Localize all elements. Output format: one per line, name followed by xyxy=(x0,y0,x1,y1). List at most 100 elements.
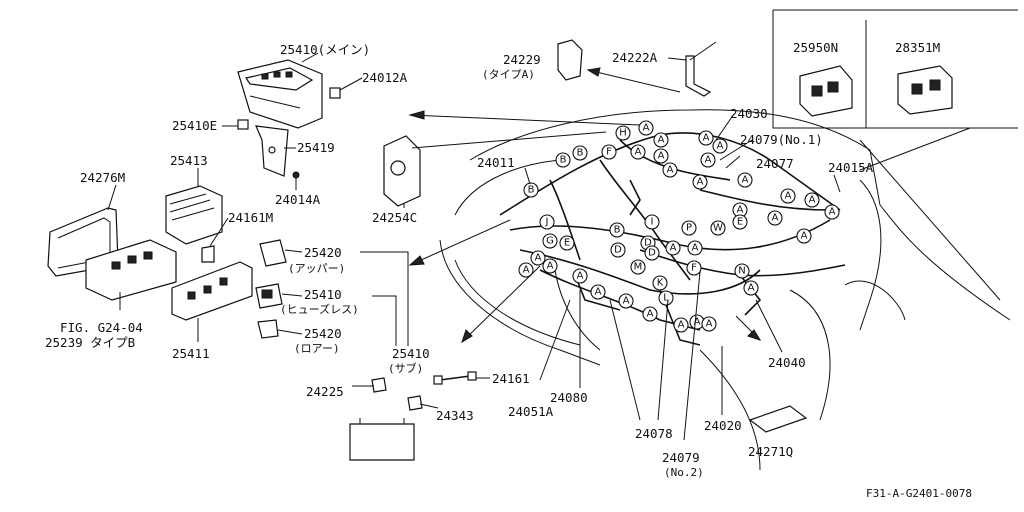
label-24030: 24030 xyxy=(730,106,768,121)
label-25420-upper-sub: (アッパー) xyxy=(288,262,345,275)
label-28351m: 28351M xyxy=(895,40,940,55)
svg-text:W: W xyxy=(713,223,723,234)
diagram-code: F31-A-G2401-0078 xyxy=(866,487,972,500)
leader-lines xyxy=(107,41,971,441)
label-24276m: 24276M xyxy=(80,170,125,185)
part-24271q xyxy=(748,405,808,433)
label-25410-fuseless-sub: (ヒューズレス) xyxy=(280,302,359,316)
battery xyxy=(349,418,415,461)
svg-text:A: A xyxy=(523,265,530,276)
relay-24012a xyxy=(329,87,341,99)
label-25410-sub-paren: (サブ) xyxy=(388,361,423,375)
svg-text:F: F xyxy=(606,147,612,158)
svg-text:A: A xyxy=(670,243,677,254)
label-24229: 24229 xyxy=(503,52,541,67)
label-25410-main: 25410(メイン) xyxy=(280,42,370,57)
bracket-25410e xyxy=(237,119,249,130)
label-24012a: 24012A xyxy=(362,70,408,85)
bracket-25419 xyxy=(255,125,289,177)
svg-text:A: A xyxy=(809,195,816,206)
svg-text:A: A xyxy=(658,135,665,146)
label-24222a: 24222A xyxy=(612,50,658,65)
svg-text:G: G xyxy=(546,236,554,247)
svg-text:D: D xyxy=(644,238,652,249)
svg-text:A: A xyxy=(694,317,701,328)
connector-28351m xyxy=(897,65,953,115)
label-25239: 25239 タイプB xyxy=(45,335,135,350)
fuse-box-main xyxy=(237,59,323,129)
fuse-block-25411 xyxy=(171,261,253,321)
svg-text:A: A xyxy=(667,165,674,176)
callout-markers: H A A A A F A A B B A A A A B A A A A A … xyxy=(518,120,840,333)
sensor-24161 xyxy=(433,371,477,385)
svg-text:J: J xyxy=(545,217,549,228)
svg-text:A: A xyxy=(697,177,704,188)
label-24051a: 24051A xyxy=(508,404,554,419)
label-25411: 25411 xyxy=(172,346,210,361)
svg-text:A: A xyxy=(705,155,712,166)
vehicle-body xyxy=(439,109,1011,471)
label-24229-type: (タイプA) xyxy=(482,68,535,81)
svg-text:B: B xyxy=(577,148,584,159)
label-24040: 24040 xyxy=(768,355,806,370)
svg-text:A: A xyxy=(772,213,779,224)
label-24225: 24225 xyxy=(306,384,344,399)
svg-text:M: M xyxy=(634,262,643,273)
label-25410-fuseless: 25410 xyxy=(304,287,342,302)
label-24015a: 24015A xyxy=(828,160,874,175)
connector-25950n xyxy=(799,65,853,117)
svg-text:A: A xyxy=(692,243,699,254)
label-24254c: 24254C xyxy=(372,210,417,225)
label-24014a: 24014A xyxy=(275,192,321,207)
inset-box xyxy=(772,9,1018,129)
relay-24254c xyxy=(383,135,421,207)
label-24161: 24161 xyxy=(492,371,530,386)
svg-text:A: A xyxy=(535,253,542,264)
label-25413: 25413 xyxy=(170,153,208,168)
label-24079-no2: 24079 xyxy=(662,450,700,465)
label-25420-lower-sub: (ロアー) xyxy=(294,342,340,355)
svg-text:K: K xyxy=(657,278,664,289)
relay-24229 xyxy=(557,39,583,81)
fuse-block-25239 xyxy=(85,239,177,301)
svg-text:A: A xyxy=(643,123,650,134)
svg-text:D: D xyxy=(614,245,622,256)
label-25420-upper: 25420 xyxy=(304,245,342,260)
relay-box-25410-fuseless xyxy=(255,283,283,309)
label-24080: 24080 xyxy=(550,390,588,405)
svg-text:H: H xyxy=(619,128,627,139)
connector-24225 xyxy=(371,377,387,393)
svg-text:D: D xyxy=(648,248,656,259)
label-24079-no2-sub: (No.2) xyxy=(664,466,704,479)
svg-text:A: A xyxy=(717,141,724,152)
svg-text:B: B xyxy=(614,225,621,236)
svg-text:N: N xyxy=(738,266,745,277)
label-24020: 24020 xyxy=(704,418,742,433)
svg-text:B: B xyxy=(560,155,567,166)
svg-text:I: I xyxy=(651,217,654,228)
relay-box-25420-upper xyxy=(259,239,287,267)
relay-box-25420-lower xyxy=(257,319,279,339)
svg-text:A: A xyxy=(748,283,755,294)
svg-text:A: A xyxy=(547,261,554,272)
svg-text:A: A xyxy=(577,271,584,282)
label-25410e: 25410E xyxy=(172,118,217,133)
svg-text:E: E xyxy=(737,217,743,228)
svg-text:A: A xyxy=(635,147,642,158)
svg-text:A: A xyxy=(742,175,749,186)
label-25410-sub: 25410 xyxy=(392,346,430,361)
label-25420-lower: 25420 xyxy=(304,326,342,341)
svg-text:A: A xyxy=(706,319,713,330)
svg-text:E: E xyxy=(564,238,570,249)
relay-24161m xyxy=(201,245,215,263)
part-labels: 25410(メイン) 24012A 25410E 25419 25413 242… xyxy=(45,40,972,500)
label-24077: 24077 xyxy=(756,156,794,171)
svg-text:A: A xyxy=(737,205,744,216)
label-25950n: 25950N xyxy=(793,40,838,55)
svg-text:B: B xyxy=(528,185,535,196)
label-fig-g24-04: FIG. G24-04 xyxy=(60,320,143,335)
svg-text:A: A xyxy=(647,309,654,320)
svg-text:A: A xyxy=(595,287,602,298)
